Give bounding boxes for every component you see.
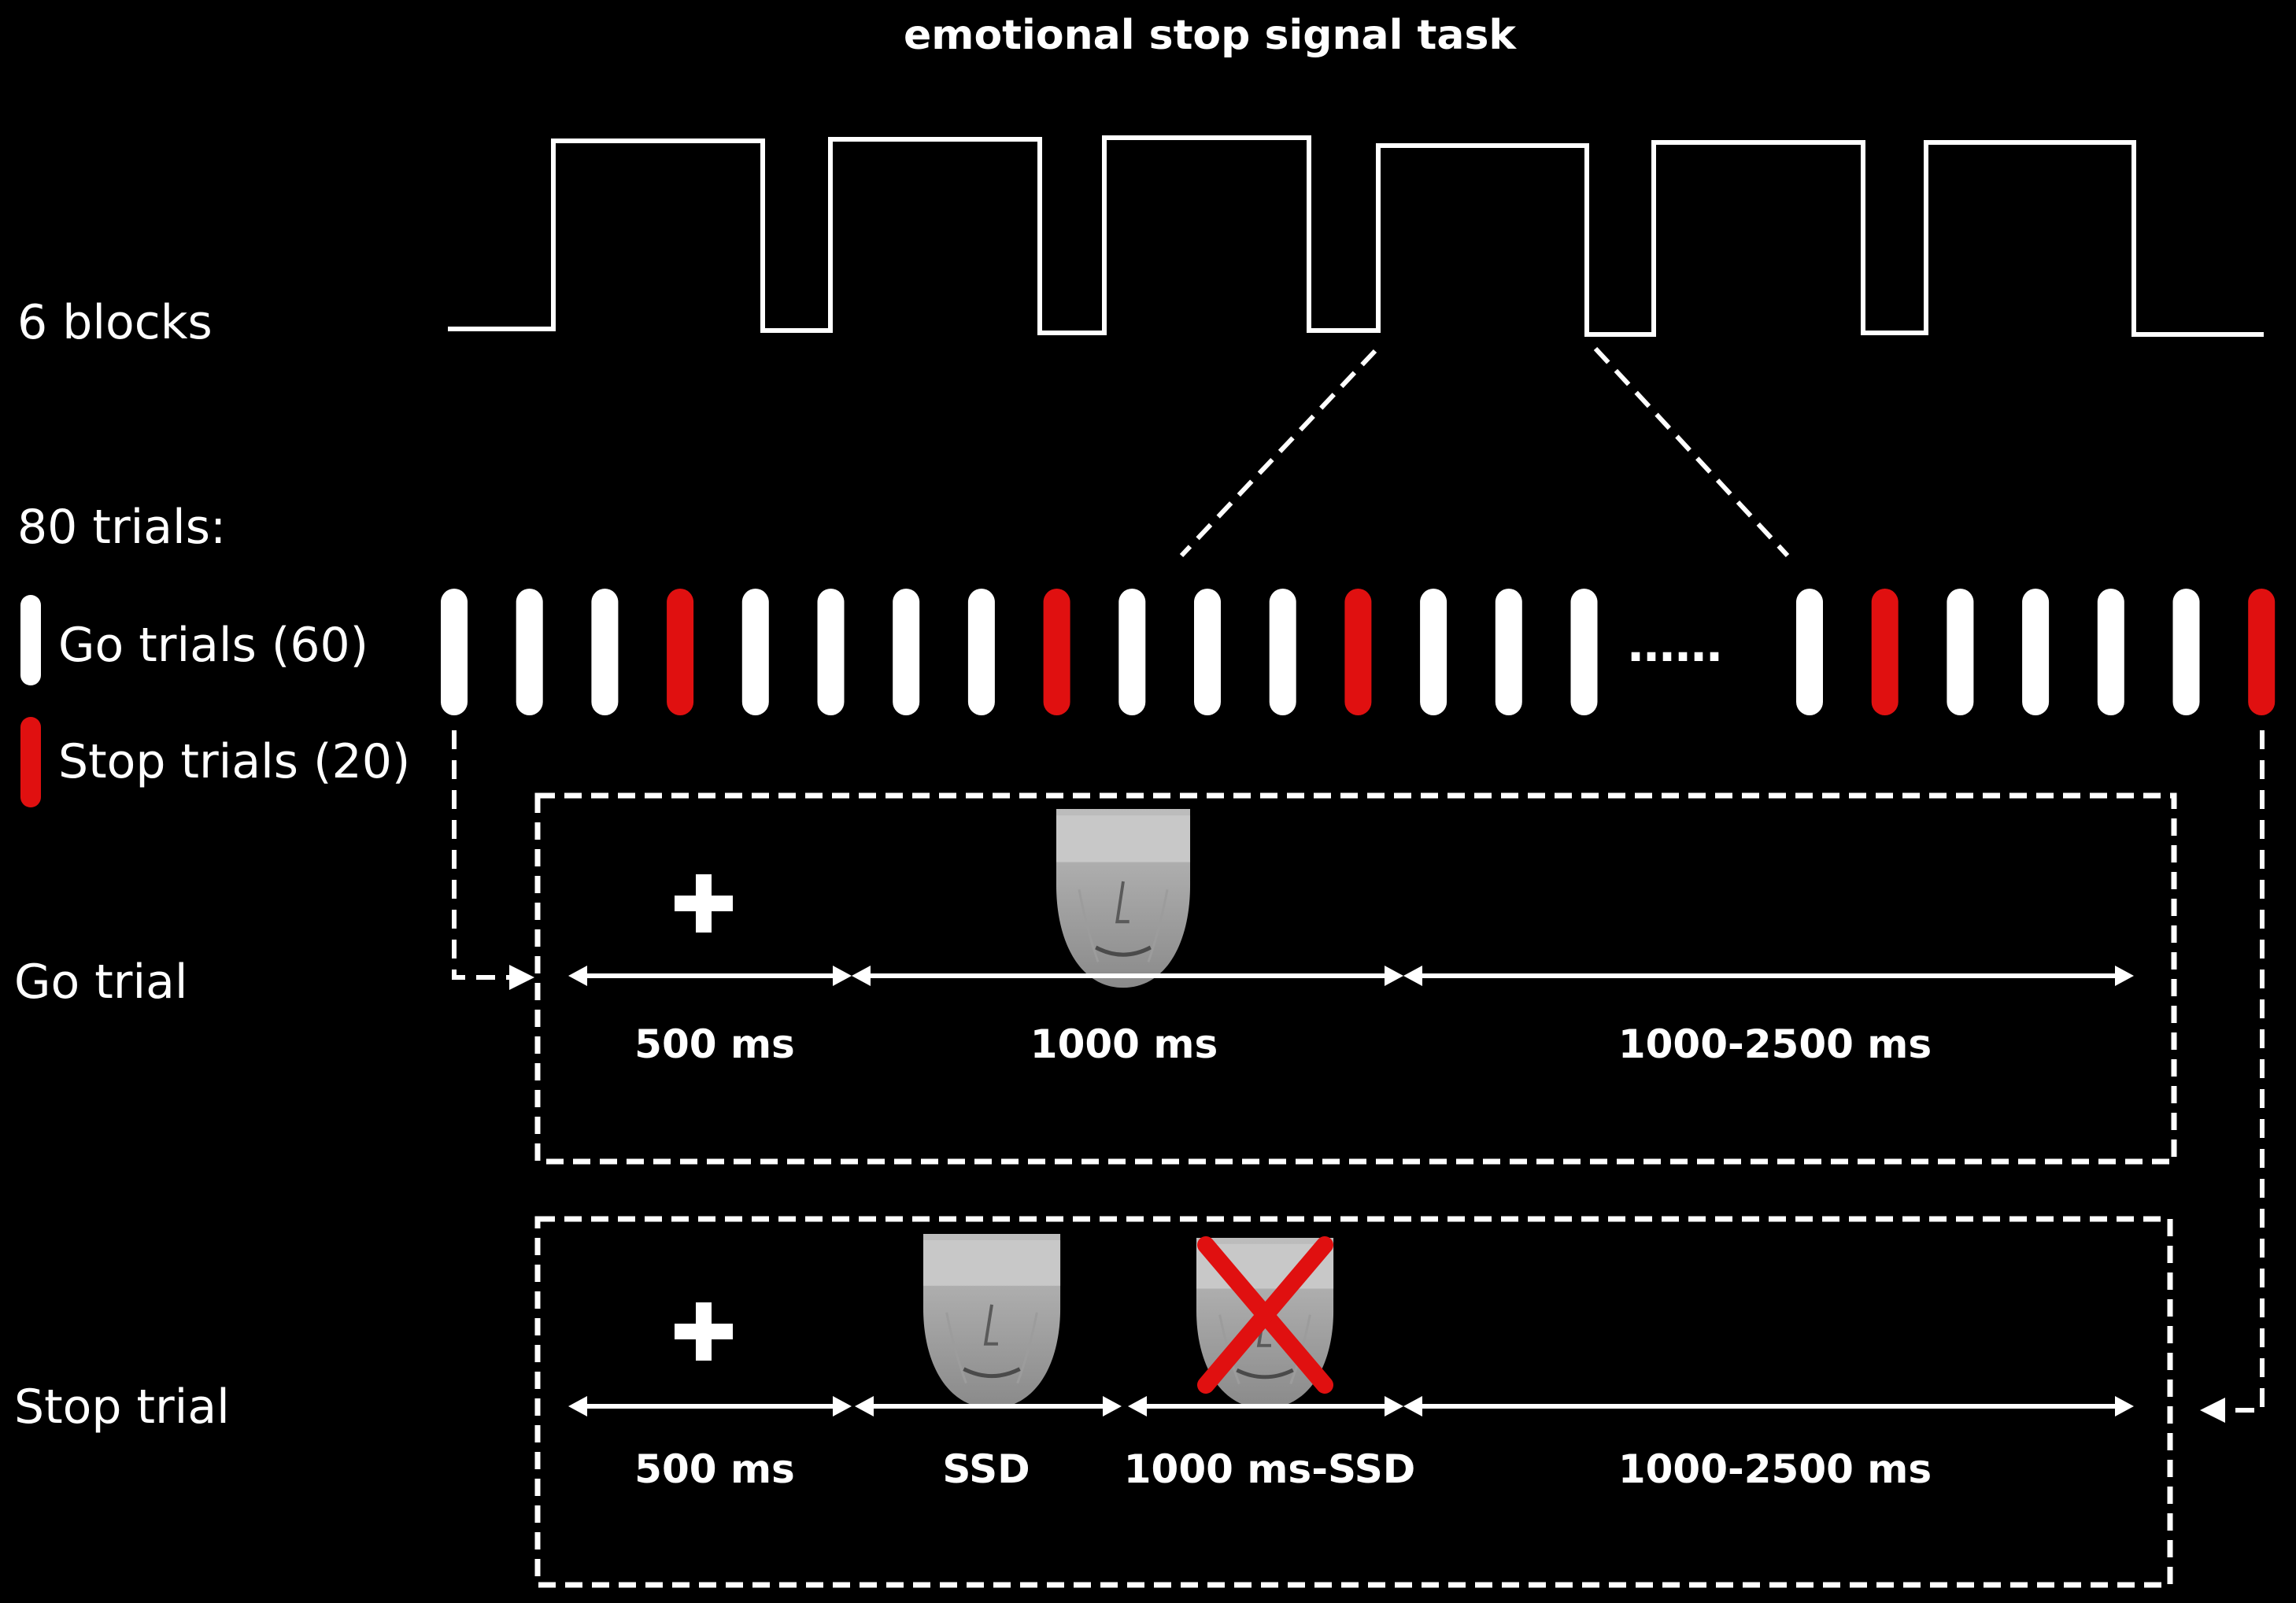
stop-timeline-arrows <box>568 1396 2134 1416</box>
go-trial-pill <box>1495 589 1522 715</box>
go-trial-pill <box>1570 589 1598 715</box>
fixation-cross-icon <box>675 1302 733 1361</box>
blocks-label: 6 blocks <box>17 295 213 350</box>
go-trial-connector <box>452 730 512 980</box>
stop-duration-fixation: 500 ms <box>634 1446 795 1492</box>
stop-trial-pill <box>1344 589 1372 715</box>
face-icon <box>1056 809 1190 988</box>
go-trial-label: Go trial <box>14 955 188 1010</box>
go-trial-pill <box>591 589 619 715</box>
go-legend-swatch <box>20 595 41 685</box>
zoom-line-left <box>1179 349 1377 558</box>
go-trial-connector-arrowhead <box>509 965 534 990</box>
go-trial-pill <box>2022 589 2050 715</box>
stop-trial-box <box>534 1216 2173 1588</box>
go-timeline-arrows <box>568 966 2134 986</box>
stop-trial-connector <box>2224 730 2265 1413</box>
go-trial-pill <box>516 589 543 715</box>
go-trial-box <box>534 792 2177 1165</box>
blocks-square-wave <box>448 135 2264 337</box>
zoom-line-right <box>1593 346 1790 558</box>
stop-trial-pill <box>2248 589 2276 715</box>
red-cross-icon <box>1197 1236 1333 1394</box>
trial-ellipsis: …… <box>1628 618 1722 673</box>
go-legend-label: Go trials (60) <box>58 618 368 673</box>
face-icon <box>923 1234 1060 1409</box>
go-trial-pill <box>893 589 920 715</box>
stop-trial-pill <box>1871 589 1899 715</box>
go-trial-pill <box>741 589 769 715</box>
stop-signal-face <box>1196 1238 1333 1409</box>
stop-legend-label: Stop trials (20) <box>58 734 410 789</box>
trial-sequence <box>441 589 2276 715</box>
go-trial-pill <box>1420 589 1447 715</box>
stop-duration-ssd: SSD <box>942 1446 1030 1492</box>
stop-duration-remaining: 1000 ms-SSD <box>1124 1446 1415 1492</box>
diagram-title: emotional stop signal task <box>904 12 1517 59</box>
stop-duration-iti: 1000-2500 ms <box>1618 1446 1932 1492</box>
stop-legend-swatch <box>20 717 41 807</box>
go-trial-pill <box>1796 589 1823 715</box>
go-trial-pill <box>2172 589 2200 715</box>
go-trial-pill <box>967 589 995 715</box>
go-trial-pill <box>1269 589 1296 715</box>
go-trial-pill <box>817 589 845 715</box>
go-duration-fixation: 500 ms <box>634 1021 795 1067</box>
stop-trial-label: Stop trial <box>14 1380 230 1435</box>
go-trial-pill <box>1118 589 1146 715</box>
stop-trial-pill <box>1043 589 1070 715</box>
go-trial-pill <box>1194 589 1221 715</box>
fixation-cross-icon <box>675 874 733 933</box>
go-trial-pill <box>2097 589 2124 715</box>
go-duration-iti: 1000-2500 ms <box>1618 1021 1932 1067</box>
go-trial-pill <box>1947 589 1974 715</box>
trials-label: 80 trials: <box>17 500 226 555</box>
stop-trial-connector-arrowhead <box>2200 1398 2225 1423</box>
go-trial-pill <box>441 589 468 715</box>
go-duration-face: 1000 ms <box>1030 1021 1218 1067</box>
stop-trial-pill <box>667 589 694 715</box>
